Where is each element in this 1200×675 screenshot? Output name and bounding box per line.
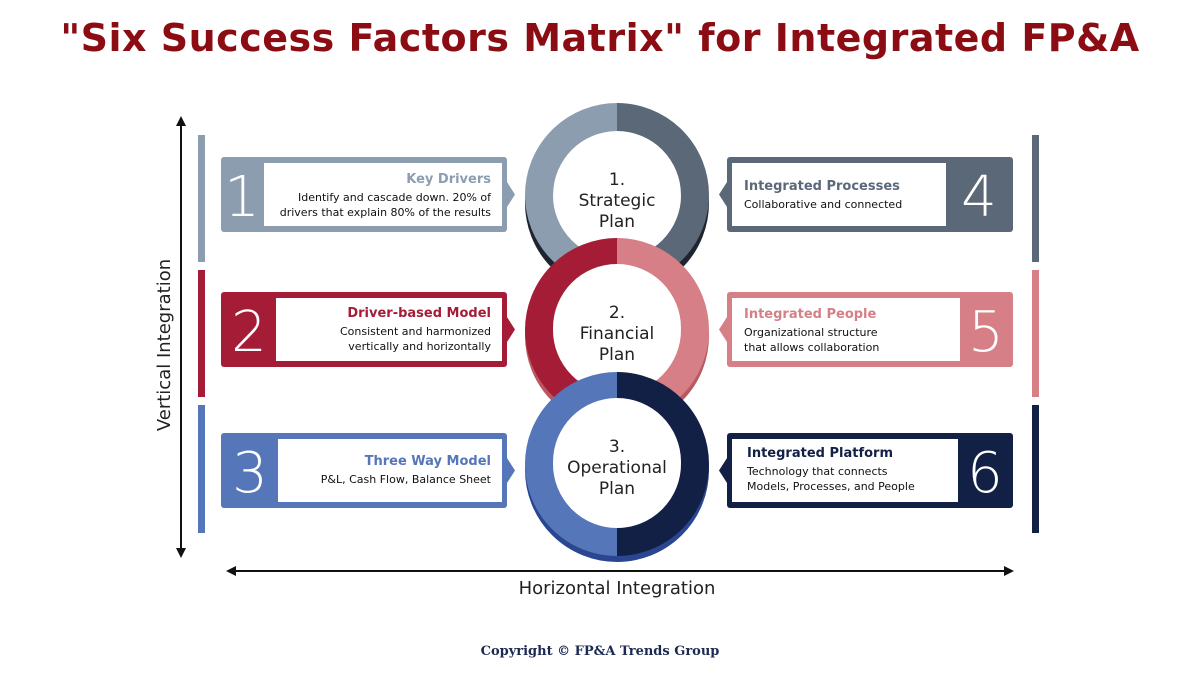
factor-card-2: 2 Driver-based Model Consistent and harm…	[221, 292, 515, 367]
left-bar-row1	[198, 135, 205, 262]
factor-title: Three Way Model	[365, 454, 491, 469]
factor-number: 5	[968, 300, 1004, 365]
factor-number: 2	[231, 300, 267, 365]
ring-line2: Plan	[599, 212, 635, 232]
factor-number: 6	[967, 441, 1003, 506]
vertical-axis-label: Vertical Integration	[154, 259, 175, 431]
factor-title: Driver-based Model	[347, 306, 491, 321]
left-bar-row2	[198, 270, 205, 397]
factor-title: Integrated People	[744, 307, 877, 322]
ring-operational-plan: 3. Operational Plan	[525, 372, 709, 562]
factor-desc-line1: Identify and cascade down. 20% of	[298, 191, 492, 204]
horizontal-axis-label: Horizontal Integration	[519, 578, 716, 599]
page-title: "Six Success Factors Matrix" for Integra…	[60, 16, 1140, 60]
right-bar-row2	[1032, 270, 1039, 397]
factor-desc-line1: Collaborative and connected	[744, 198, 902, 211]
factor-desc-line2: drivers that explain 80% of the results	[280, 206, 492, 219]
right-bar-row1	[1032, 135, 1039, 262]
ring-line2: Plan	[599, 479, 635, 499]
factor-desc-line1: Organizational structure	[744, 326, 878, 339]
ring-line1: Operational	[567, 458, 667, 478]
factor-number: 3	[232, 441, 268, 506]
copyright-notice: Copyright © FP&A Trends Group	[480, 644, 720, 659]
factor-card-3: 3 Three Way Model P&L, Cash Flow, Balanc…	[221, 433, 515, 508]
ring-number: 3.	[609, 437, 625, 457]
factor-desc-line1: Consistent and harmonized	[340, 325, 491, 338]
factor-desc-line2: Models, Processes, and People	[747, 480, 915, 493]
ring-line2: Plan	[599, 345, 635, 365]
factor-card-6: 6 Integrated Platform Technology that co…	[719, 433, 1013, 508]
factor-desc-line1: Technology that connects	[746, 465, 888, 478]
ring-number: 2.	[609, 303, 625, 323]
factor-card-5: 5 Integrated People Organizational struc…	[719, 292, 1013, 367]
ring-number: 1.	[609, 170, 625, 190]
factor-title: Key Drivers	[406, 172, 491, 187]
factor-number: 4	[961, 165, 997, 230]
factor-number: 1	[224, 165, 260, 230]
factor-desc-line1: P&L, Cash Flow, Balance Sheet	[321, 473, 492, 486]
factor-title: Integrated Platform	[747, 446, 893, 461]
factor-title: Integrated Processes	[744, 179, 900, 194]
factor-desc-line2: that allows collaboration	[744, 341, 879, 354]
factor-card-4: 4 Integrated Processes Collaborative and…	[719, 157, 1013, 232]
ring-line1: Strategic	[579, 191, 656, 211]
right-bar-row3	[1032, 405, 1039, 533]
ring-line1: Financial	[580, 324, 654, 344]
factor-card-1: 1 Key Drivers Identify and cascade down.…	[221, 157, 515, 232]
left-bar-row3	[198, 405, 205, 533]
factor-desc-line2: vertically and horizontally	[348, 340, 491, 353]
